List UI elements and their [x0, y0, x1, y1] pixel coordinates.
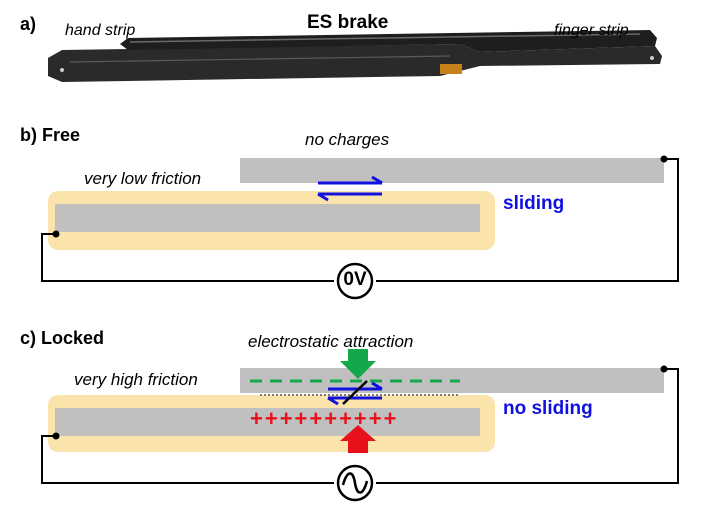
- no-sliding-label: no sliding: [503, 398, 593, 419]
- attraction-arrow-icon: [340, 349, 376, 379]
- positive-charges: ++++++++++: [250, 406, 399, 431]
- es-brake-photo: [48, 30, 662, 82]
- attraction-caption: electrostatic attraction: [248, 332, 414, 351]
- panel-b-label: b) Free: [20, 125, 81, 145]
- no-charges-caption: no charges: [305, 130, 390, 149]
- high-friction-label: very high friction: [74, 370, 198, 389]
- hand-strip-electrode: [55, 204, 480, 232]
- circuit-wire: [41, 158, 679, 282]
- panel-c-label: c) Locked: [20, 328, 105, 348]
- sliding-arrows-icon: [317, 175, 383, 202]
- hand-strip-label: hand strip: [65, 22, 136, 39]
- panel-a-label: a): [20, 14, 37, 34]
- sliding-label: sliding: [503, 193, 565, 214]
- panel-c-diagram: [41, 349, 679, 502]
- dc-source-icon: [336, 262, 374, 300]
- ac-source-icon: [336, 464, 374, 502]
- circuit-wire: [41, 368, 679, 484]
- charge-arrow-icon: [340, 425, 376, 453]
- finger-strip-label: finger strip: [554, 22, 629, 39]
- dc-source-label: 0V: [343, 269, 367, 290]
- hand-strip-electrode: [55, 408, 480, 436]
- blocked-sliding-arrows-icon: [327, 380, 383, 406]
- panel-b-diagram: [41, 155, 679, 300]
- finger-strip-electrode: [240, 158, 664, 183]
- panel-a-title: ES brake: [307, 12, 389, 33]
- low-friction-label: very low friction: [84, 169, 202, 188]
